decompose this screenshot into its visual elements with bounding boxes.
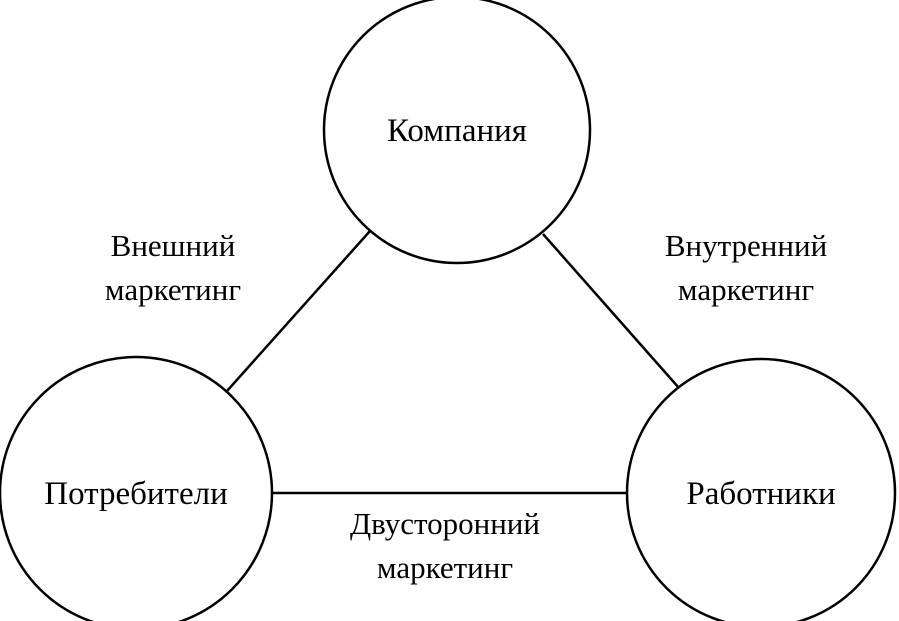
node-consumers-label: Потребители (44, 476, 228, 512)
edge-label-interactive: Двусторонний маркетинг (350, 506, 540, 585)
edge-line-company-employees (542, 233, 680, 389)
node-consumers: Потребители (0, 355, 274, 621)
edge-label-external: Внешний маркетинг (105, 228, 241, 307)
node-employees-label: Работники (686, 476, 835, 512)
node-employees-circle (625, 357, 897, 621)
edge-label-internal: Внутренний маркетинг (665, 228, 827, 307)
node-employees: Работники (625, 357, 897, 621)
edge-label-external-line1: Внешний (111, 228, 236, 263)
edge-label-interactive-line2: маркетинг (377, 550, 513, 585)
edge-label-internal-line2: маркетинг (678, 272, 814, 307)
edge-label-external-line2: маркетинг (105, 272, 241, 307)
node-company-circle (322, 0, 592, 265)
node-consumers-circle (0, 355, 274, 621)
edge-line-company-consumers (226, 230, 371, 392)
node-company: Компания (322, 0, 592, 265)
node-company-label: Компания (387, 113, 527, 149)
edge-label-internal-line1: Внутренний (665, 228, 827, 263)
edge-label-interactive-line1: Двусторонний (350, 506, 540, 541)
